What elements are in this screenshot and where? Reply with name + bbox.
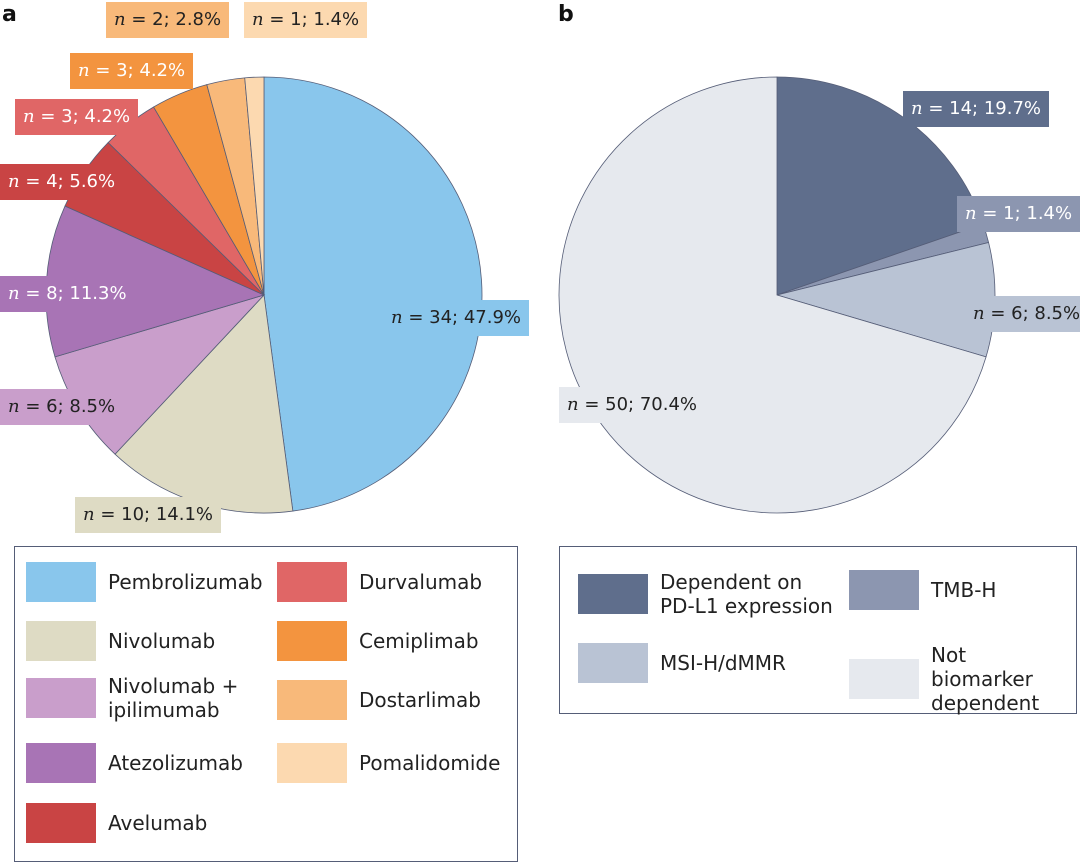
pct-value: 2.8 (175, 9, 205, 30)
pct-value: 11.3 (69, 283, 110, 304)
legend-item: Pomalidomide (277, 743, 517, 783)
legend-swatch (277, 680, 347, 720)
legend-swatch (277, 621, 347, 661)
data-label: n = 34; 47.9% (383, 300, 530, 336)
n-value: 3 (61, 106, 73, 127)
panel-label-a: a (2, 2, 17, 27)
legend-item: MSI-H/dMMR (578, 643, 838, 683)
legend-swatch (277, 743, 347, 783)
n-value: 2 (152, 9, 164, 30)
legend-swatch (578, 643, 648, 683)
n-value: 6 (46, 396, 58, 417)
pct-value: 5.6 (69, 171, 99, 192)
legend-a (14, 546, 518, 862)
legend-swatch (849, 570, 919, 610)
legend-item: Nivolumab + ipilimumab (26, 674, 266, 722)
legend-swatch (26, 743, 96, 783)
legend-item: Dostarlimab (277, 680, 517, 720)
n-value: 50 (605, 394, 629, 415)
pct-value: 19.7 (983, 98, 1024, 119)
legend-item: Dependent on PD-L1 expression (578, 570, 838, 618)
legend-item: Durvalumab (277, 562, 517, 602)
legend-label: Avelumab (108, 811, 208, 835)
legend-swatch (849, 659, 919, 699)
data-label: n = 6; 8.5% (965, 296, 1080, 332)
data-label: n = 4; 5.6% (0, 164, 124, 200)
legend-swatch (277, 562, 347, 602)
n-value: 10 (121, 504, 145, 525)
n-value: 6 (1011, 303, 1023, 324)
legend-label: Durvalumab (359, 570, 483, 594)
legend-label: Dependent on PD-L1 expression (660, 570, 833, 618)
legend-item: Cemiplimab (277, 621, 517, 661)
legend-swatch (26, 678, 96, 718)
pct-value: 8.5 (1034, 303, 1064, 324)
data-label: n = 10; 14.1% (75, 497, 222, 533)
data-label: n = 8; 11.3% (0, 276, 135, 312)
n-value: 1 (290, 9, 302, 30)
pct-value: 1.4 (313, 9, 343, 30)
data-label: n = 2; 2.8% (106, 2, 230, 38)
legend-item: Pembrolizumab (26, 562, 266, 602)
data-label: n = 6; 8.5% (0, 389, 124, 425)
legend-item: Avelumab (26, 803, 266, 843)
data-label: n = 50; 70.4% (559, 387, 706, 423)
legend-label: Cemiplimab (359, 629, 479, 653)
legend-label: Not biomarker dependent (931, 643, 1040, 715)
legend-label: Pomalidomide (359, 751, 501, 775)
pct-value: 70.4 (639, 394, 680, 415)
legend-item: Atezolizumab (26, 743, 266, 783)
pct-value: 47.9 (463, 307, 504, 328)
n-value: 34 (429, 307, 453, 328)
legend-swatch (26, 621, 96, 661)
legend-swatch (26, 803, 96, 843)
legend-item: Not biomarker dependent (849, 643, 1059, 715)
pct-value: 14.1 (155, 504, 196, 525)
data-label: n = 14; 19.7% (903, 91, 1050, 127)
legend-label: MSI-H/dMMR (660, 651, 786, 675)
pct-value: 4.2 (139, 60, 169, 81)
legend-label: Nivolumab (108, 629, 216, 653)
legend-swatch (578, 574, 648, 614)
pct-value: 4.2 (84, 106, 114, 127)
legend-label: Dostarlimab (359, 688, 481, 712)
legend-item: TMB-H (849, 570, 1080, 610)
pct-value: 8.5 (69, 396, 99, 417)
data-label: n = 1; 1.4% (957, 196, 1080, 232)
legend-b (559, 546, 1077, 714)
n-value: 1 (1003, 203, 1015, 224)
legend-label: Nivolumab + ipilimumab (108, 674, 239, 722)
pct-value: 1.4 (1026, 203, 1056, 224)
n-value: 4 (46, 171, 58, 192)
n-value: 8 (46, 283, 58, 304)
legend-label: TMB-H (931, 578, 997, 602)
pie-slice-pembrolizumab (263, 76, 483, 512)
pie-slice-pomalidomide (244, 76, 265, 296)
panel-label-b: b (558, 2, 574, 27)
data-label: n = 3; 4.2% (70, 53, 194, 89)
legend-label: Pembrolizumab (108, 570, 263, 594)
legend-swatch (26, 562, 96, 602)
n-value: 14 (949, 98, 973, 119)
data-label: n = 3; 4.2% (15, 99, 139, 135)
n-value: 3 (116, 60, 128, 81)
legend-label: Atezolizumab (108, 751, 243, 775)
legend-item: Nivolumab (26, 621, 266, 661)
data-label: n = 1; 1.4% (244, 2, 368, 38)
